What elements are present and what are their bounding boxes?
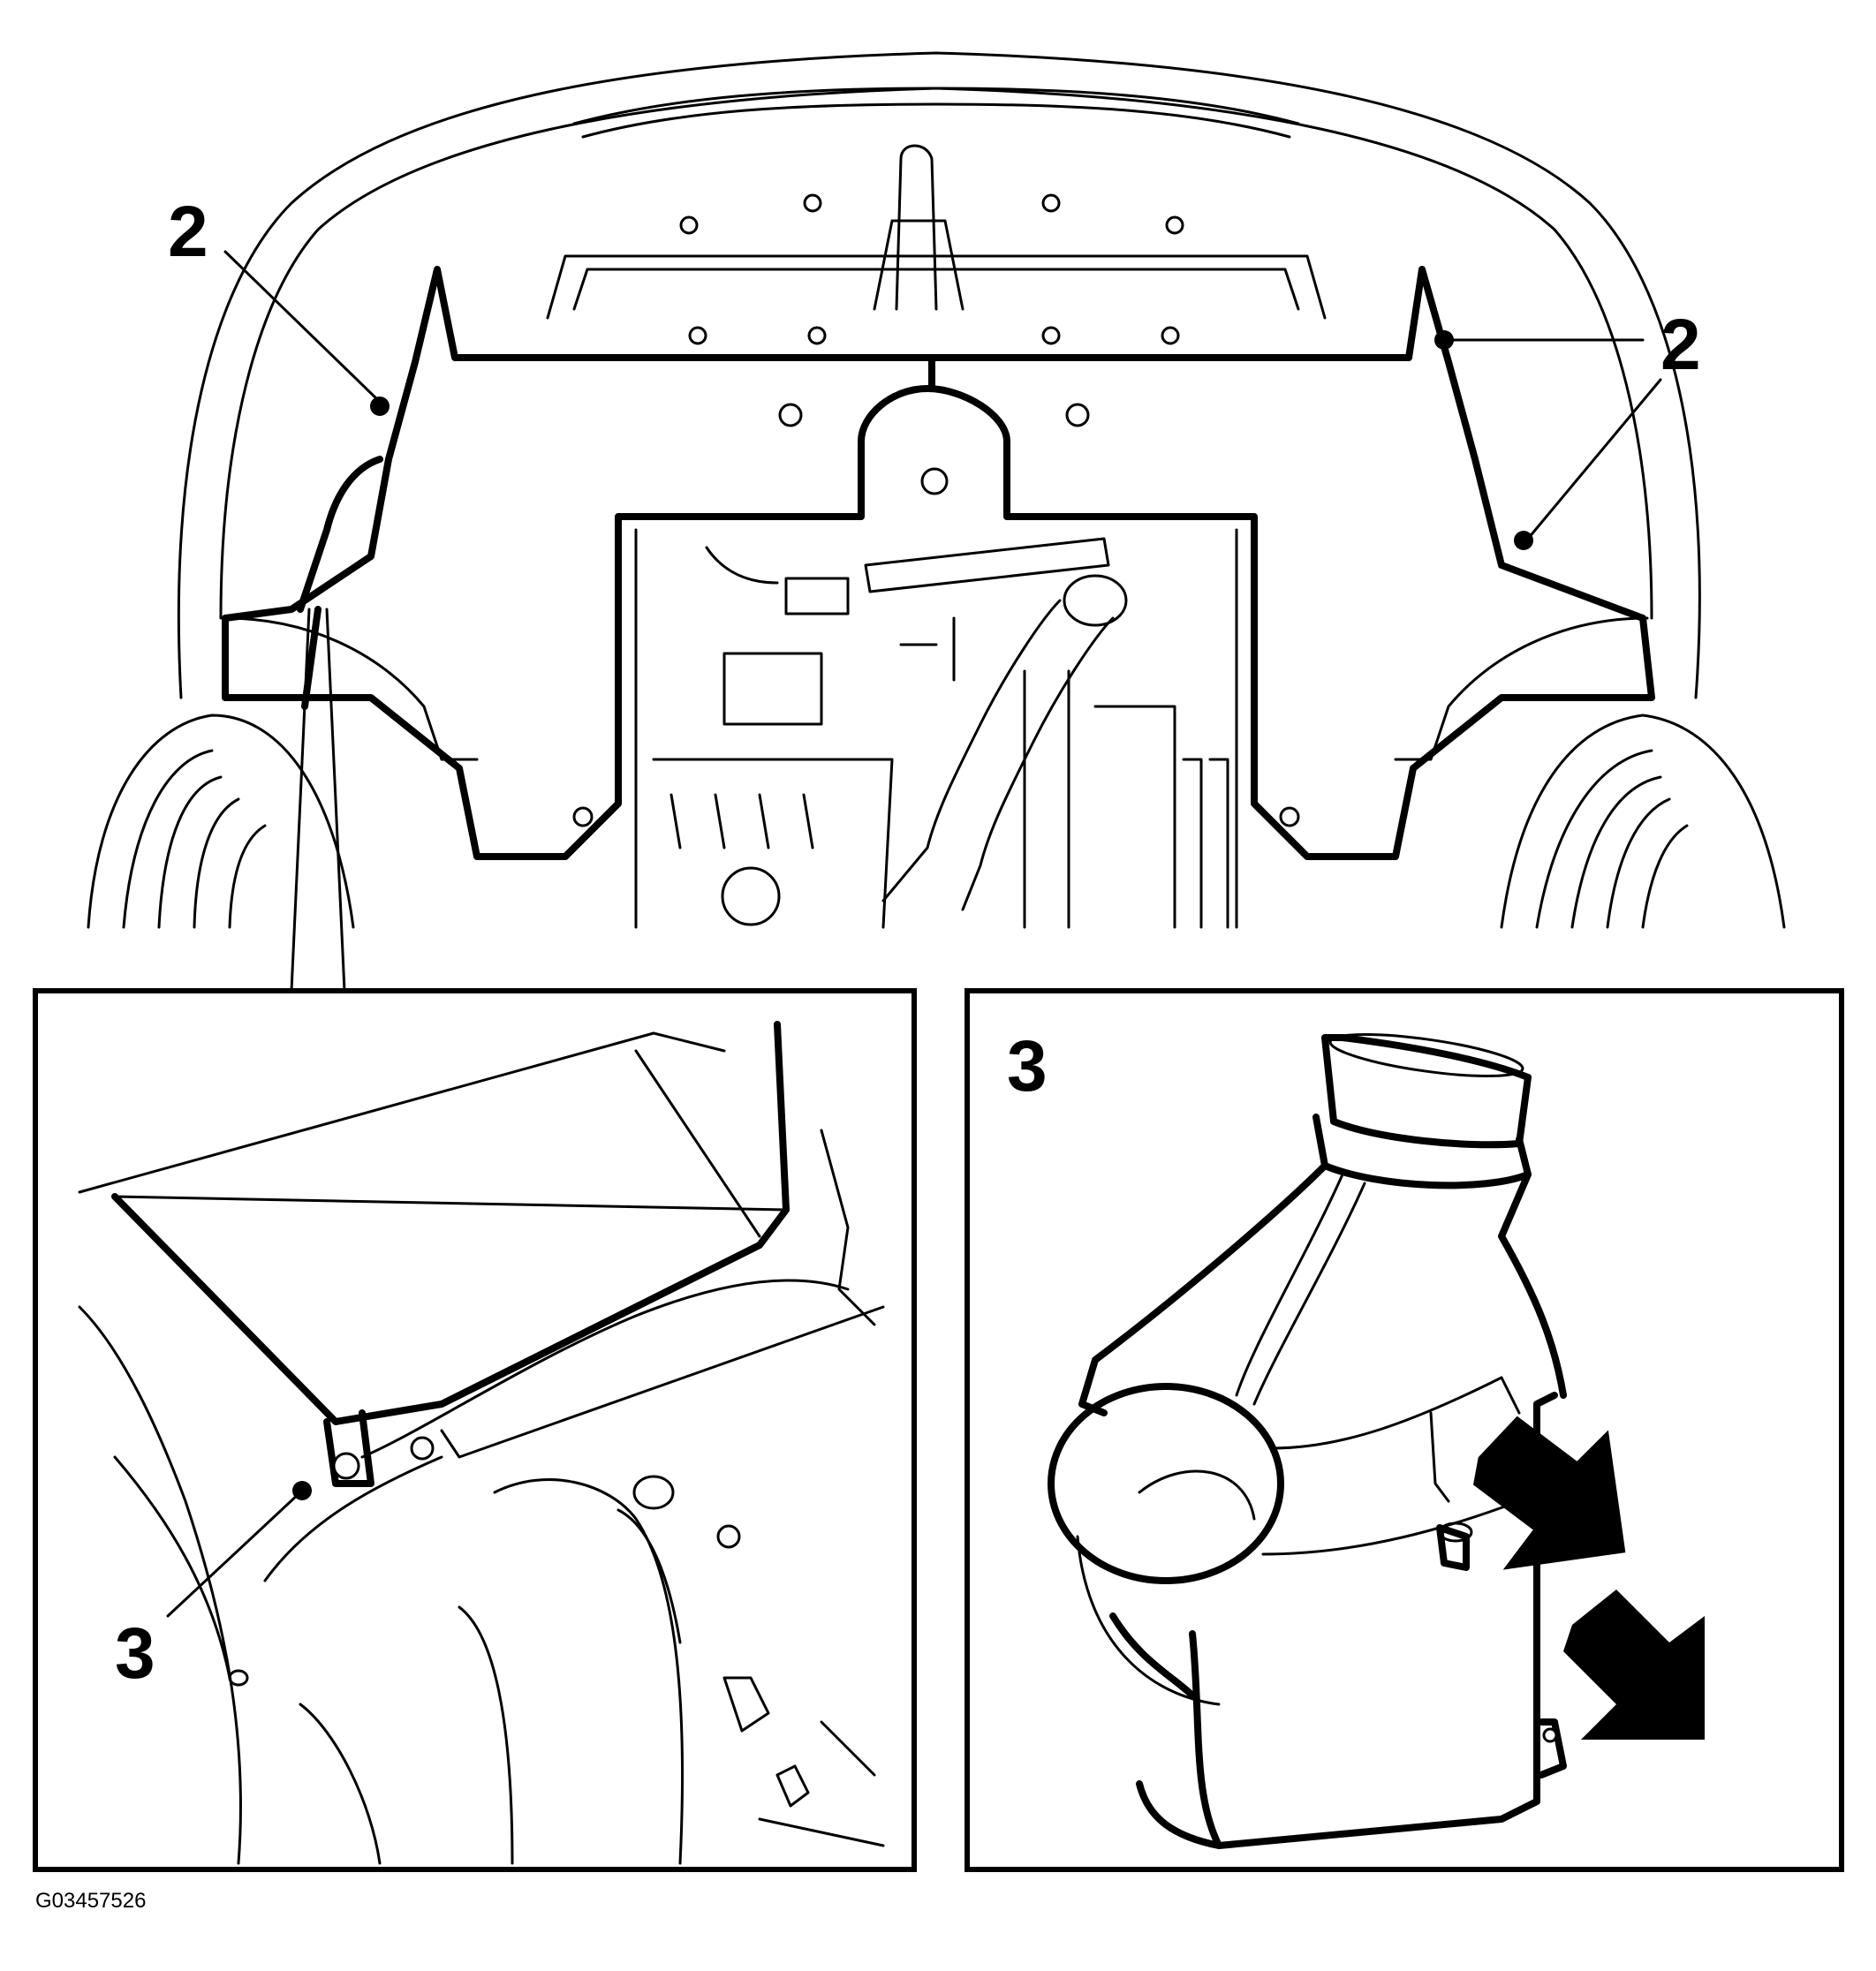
inset-frame-left [33, 988, 917, 1872]
leader-2-right-b [1526, 378, 1662, 540]
inset-frame-right [964, 988, 1844, 1872]
pointer-2-right-a [1434, 330, 1454, 350]
arrow-lower [1563, 1590, 1705, 1740]
bumper-outline [177, 51, 1701, 699]
zoom-line-b [325, 608, 346, 993]
mounting-holes [572, 193, 1300, 827]
inset-left-detail [78, 1021, 885, 1865]
crossmember [546, 254, 1327, 320]
leader-3-inset-left [166, 1491, 302, 1618]
left-tire [87, 714, 355, 929]
bumper-lip [572, 87, 1300, 125]
leader-2-left [223, 250, 382, 404]
tow-hook-housing [895, 144, 938, 311]
callout-3-inset-left: 3 [115, 1613, 155, 1694]
bumper-inner-line [219, 87, 1653, 620]
zoom-line-a [290, 608, 311, 993]
splash-shield [222, 266, 1655, 860]
right-tire [1500, 714, 1786, 929]
pointer-2-left [370, 396, 390, 416]
callout-2-right: 2 [1660, 305, 1701, 385]
air-duct-hose [297, 456, 383, 613]
arrow-upper [1472, 1416, 1626, 1570]
vehicle-underside-view [87, 51, 1786, 993]
figure-id: G03457526 [35, 1889, 146, 1913]
engine-bay [634, 528, 1238, 929]
callout-3-inset-right: 3 [1007, 1026, 1048, 1106]
right-wheel-arch [1394, 616, 1649, 761]
pointer-3-inset-left [292, 1481, 312, 1500]
air-intake-duct [1048, 1033, 1705, 1849]
left-wheel-arch [223, 616, 479, 761]
pointer-2-right-b [1514, 531, 1533, 550]
callout-2-left: 2 [168, 192, 208, 272]
bumper-lip-2 [581, 102, 1291, 139]
